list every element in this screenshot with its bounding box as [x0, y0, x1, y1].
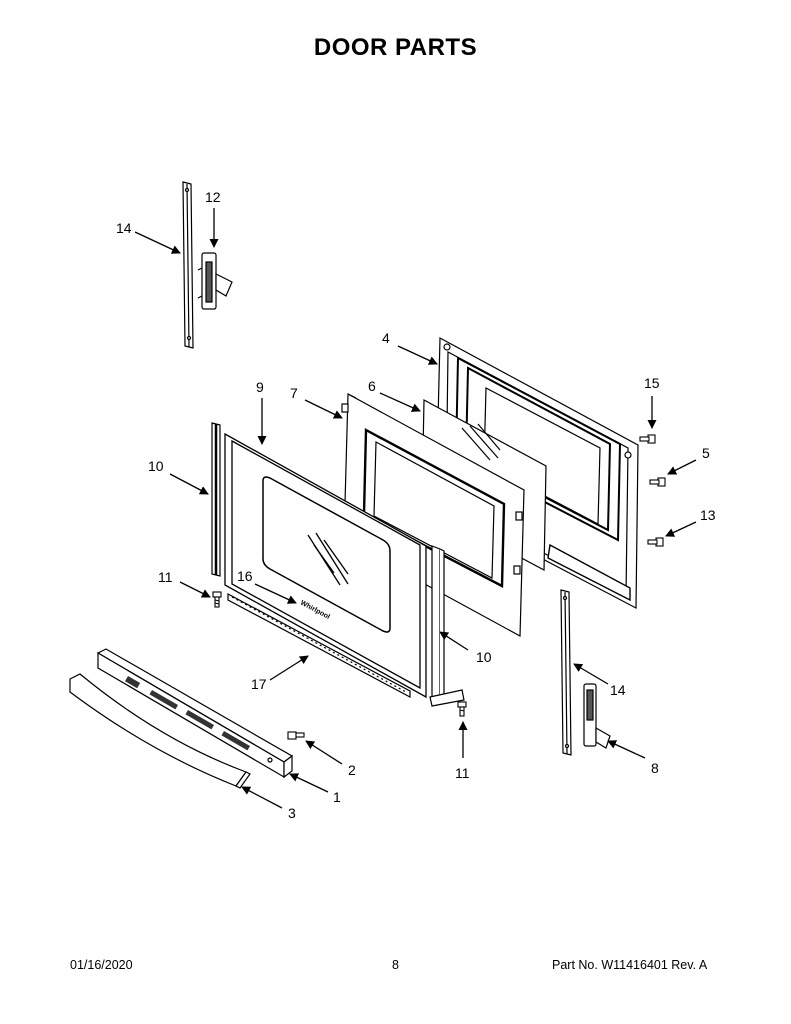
outer-door-panel: Whirlpool: [224, 432, 427, 699]
page-title: DOOR PARTS: [313, 34, 478, 61]
callout-1: 1: [333, 789, 341, 805]
bottom-trim-strip: [227, 593, 411, 698]
callout-17: 17: [251, 676, 267, 692]
screw-left: [212, 591, 222, 608]
callout-16: 16: [237, 568, 253, 584]
screw-5: [649, 477, 666, 487]
footer-part-number: Part No. W11416401 Rev. A: [552, 958, 708, 972]
callout-2: 2: [348, 762, 356, 778]
door-handle: [69, 673, 251, 789]
hinge-channel-upper: [182, 181, 194, 349]
hinge-upper: [197, 252, 233, 310]
callout-11-left: 11: [158, 569, 173, 585]
callout-6: 6: [368, 378, 376, 394]
side-trim-right: [429, 545, 465, 707]
screw-right: [457, 701, 467, 717]
side-trim-left: [211, 422, 221, 577]
callout-14-upper: 14: [116, 220, 132, 236]
callout-5: 5: [702, 445, 710, 461]
footer-page-number: 8: [392, 958, 399, 972]
screw-2: [287, 731, 305, 740]
footer-date: 01/16/2020: [70, 958, 133, 972]
callout-10-right: 10: [476, 649, 492, 665]
callout-3: 3: [288, 805, 296, 821]
callout-4: 4: [382, 330, 390, 346]
callout-11-right: 11: [455, 765, 470, 781]
callout-14-lower: 14: [610, 682, 626, 698]
leader-arrows: [134, 208, 697, 809]
screw-15: [639, 434, 656, 444]
callout-labels: 14 12 4 9 7 6 15 5 13 10 11 16 10 17 11 …: [116, 189, 716, 821]
hinge-lower: [583, 683, 611, 749]
screw-13: [647, 537, 664, 547]
callout-9: 9: [256, 379, 264, 395]
callout-10-left: 10: [148, 458, 164, 474]
callout-7: 7: [290, 385, 298, 401]
callout-8: 8: [651, 760, 659, 776]
callout-15: 15: [644, 375, 660, 391]
callout-12: 12: [205, 189, 221, 205]
door-frame-liner: [341, 393, 525, 637]
control-panel: [96, 648, 294, 779]
callout-13: 13: [700, 507, 716, 523]
hinge-channel-lower: [560, 589, 572, 756]
